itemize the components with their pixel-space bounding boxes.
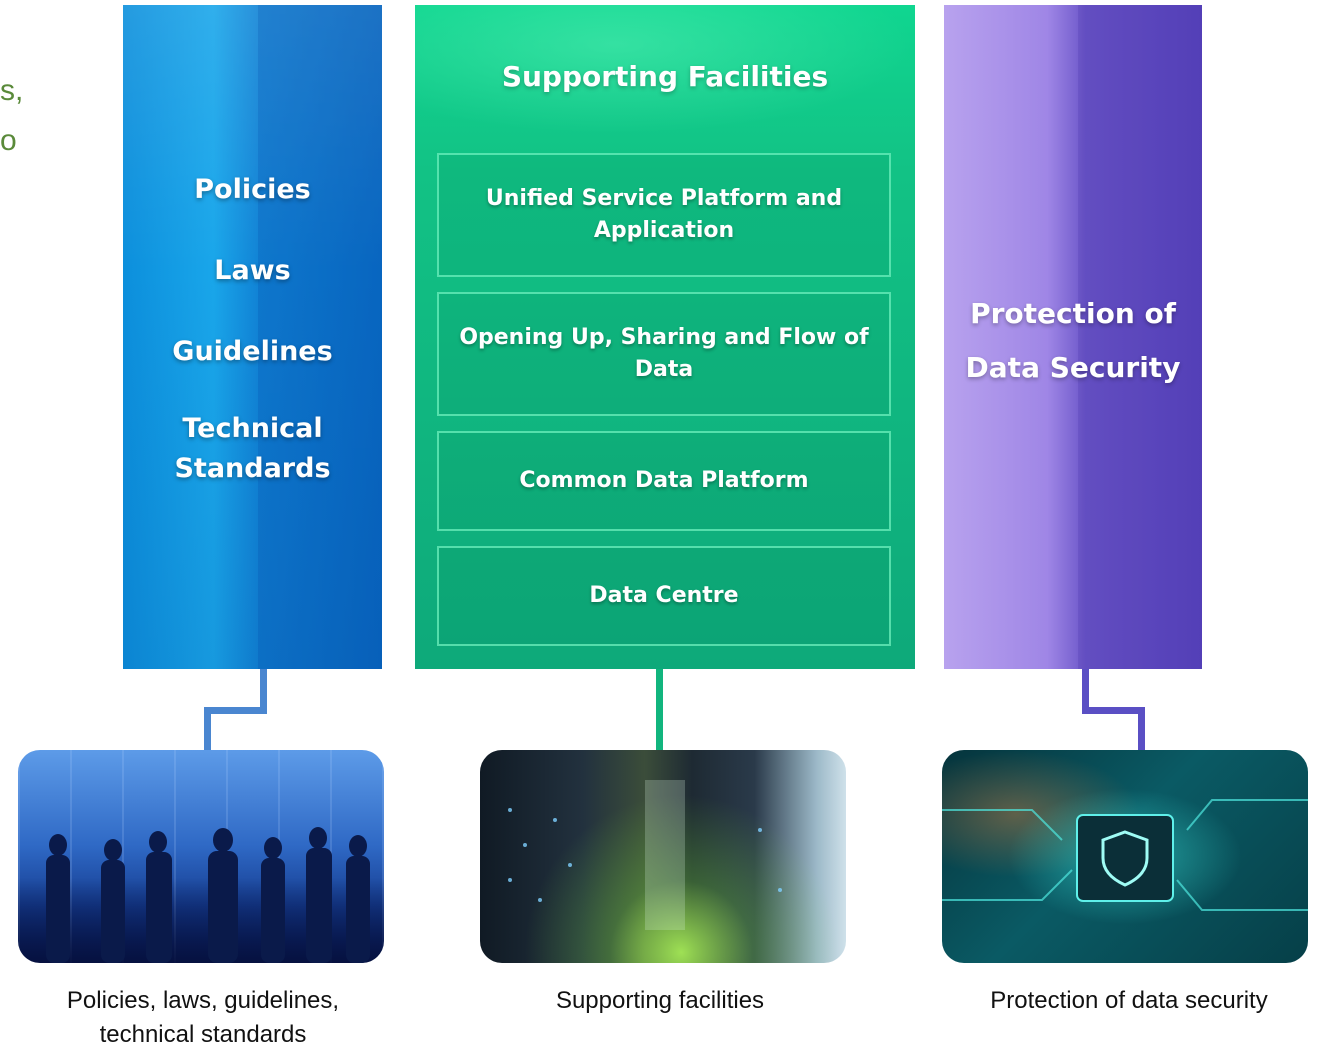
business-people-city-photo bbox=[18, 750, 384, 963]
data-security-title: Protection of Data Security bbox=[965, 297, 1181, 384]
data-security-column: Protection of Data Security bbox=[944, 5, 1202, 669]
supporting-facilities-column: Supporting Facilities Unified Service Pl… bbox=[415, 5, 915, 669]
legal-item-policies: Policies bbox=[194, 174, 311, 205]
caption-security: Protection of data security bbox=[990, 987, 1268, 1014]
connector-purple bbox=[1082, 707, 1145, 714]
circuit-shield-photo bbox=[942, 750, 1308, 963]
layer-data-centre: Data Centre bbox=[437, 546, 891, 646]
connector-blue bbox=[260, 669, 267, 714]
connector-blue bbox=[204, 707, 211, 752]
connector-green bbox=[656, 669, 663, 751]
caption-facilities: Supporting facilities bbox=[555, 987, 765, 1014]
server-room-photo bbox=[480, 750, 846, 963]
supporting-facilities-title: Supporting Facilities bbox=[501, 60, 829, 93]
clipped-text-line-1: s, bbox=[0, 74, 24, 107]
layer-common-data-platform: Common Data Platform bbox=[437, 431, 891, 531]
connector-purple bbox=[1082, 669, 1089, 714]
legal-item-guidelines: Guidelines bbox=[172, 336, 333, 367]
layer-unified-service-platform: Unified Service Platform and Application bbox=[437, 153, 891, 277]
layer-opening-sharing-data: Opening Up, Sharing and Flow of Data bbox=[437, 292, 891, 416]
connector-blue bbox=[204, 707, 267, 714]
legal-item-technical-standards: Technical Standards bbox=[174, 413, 331, 484]
connector-purple bbox=[1138, 707, 1145, 752]
clipped-text-line-2: o bbox=[0, 124, 17, 157]
legal-item-laws: Laws bbox=[214, 255, 291, 286]
caption-legal: Policies, laws, guidelines, technical st… bbox=[66, 987, 340, 1048]
legal-framework-column: Policies Laws Guidelines Technical Stand… bbox=[123, 5, 382, 669]
legal-items-list: Policies Laws Guidelines Technical Stand… bbox=[123, 170, 382, 530]
